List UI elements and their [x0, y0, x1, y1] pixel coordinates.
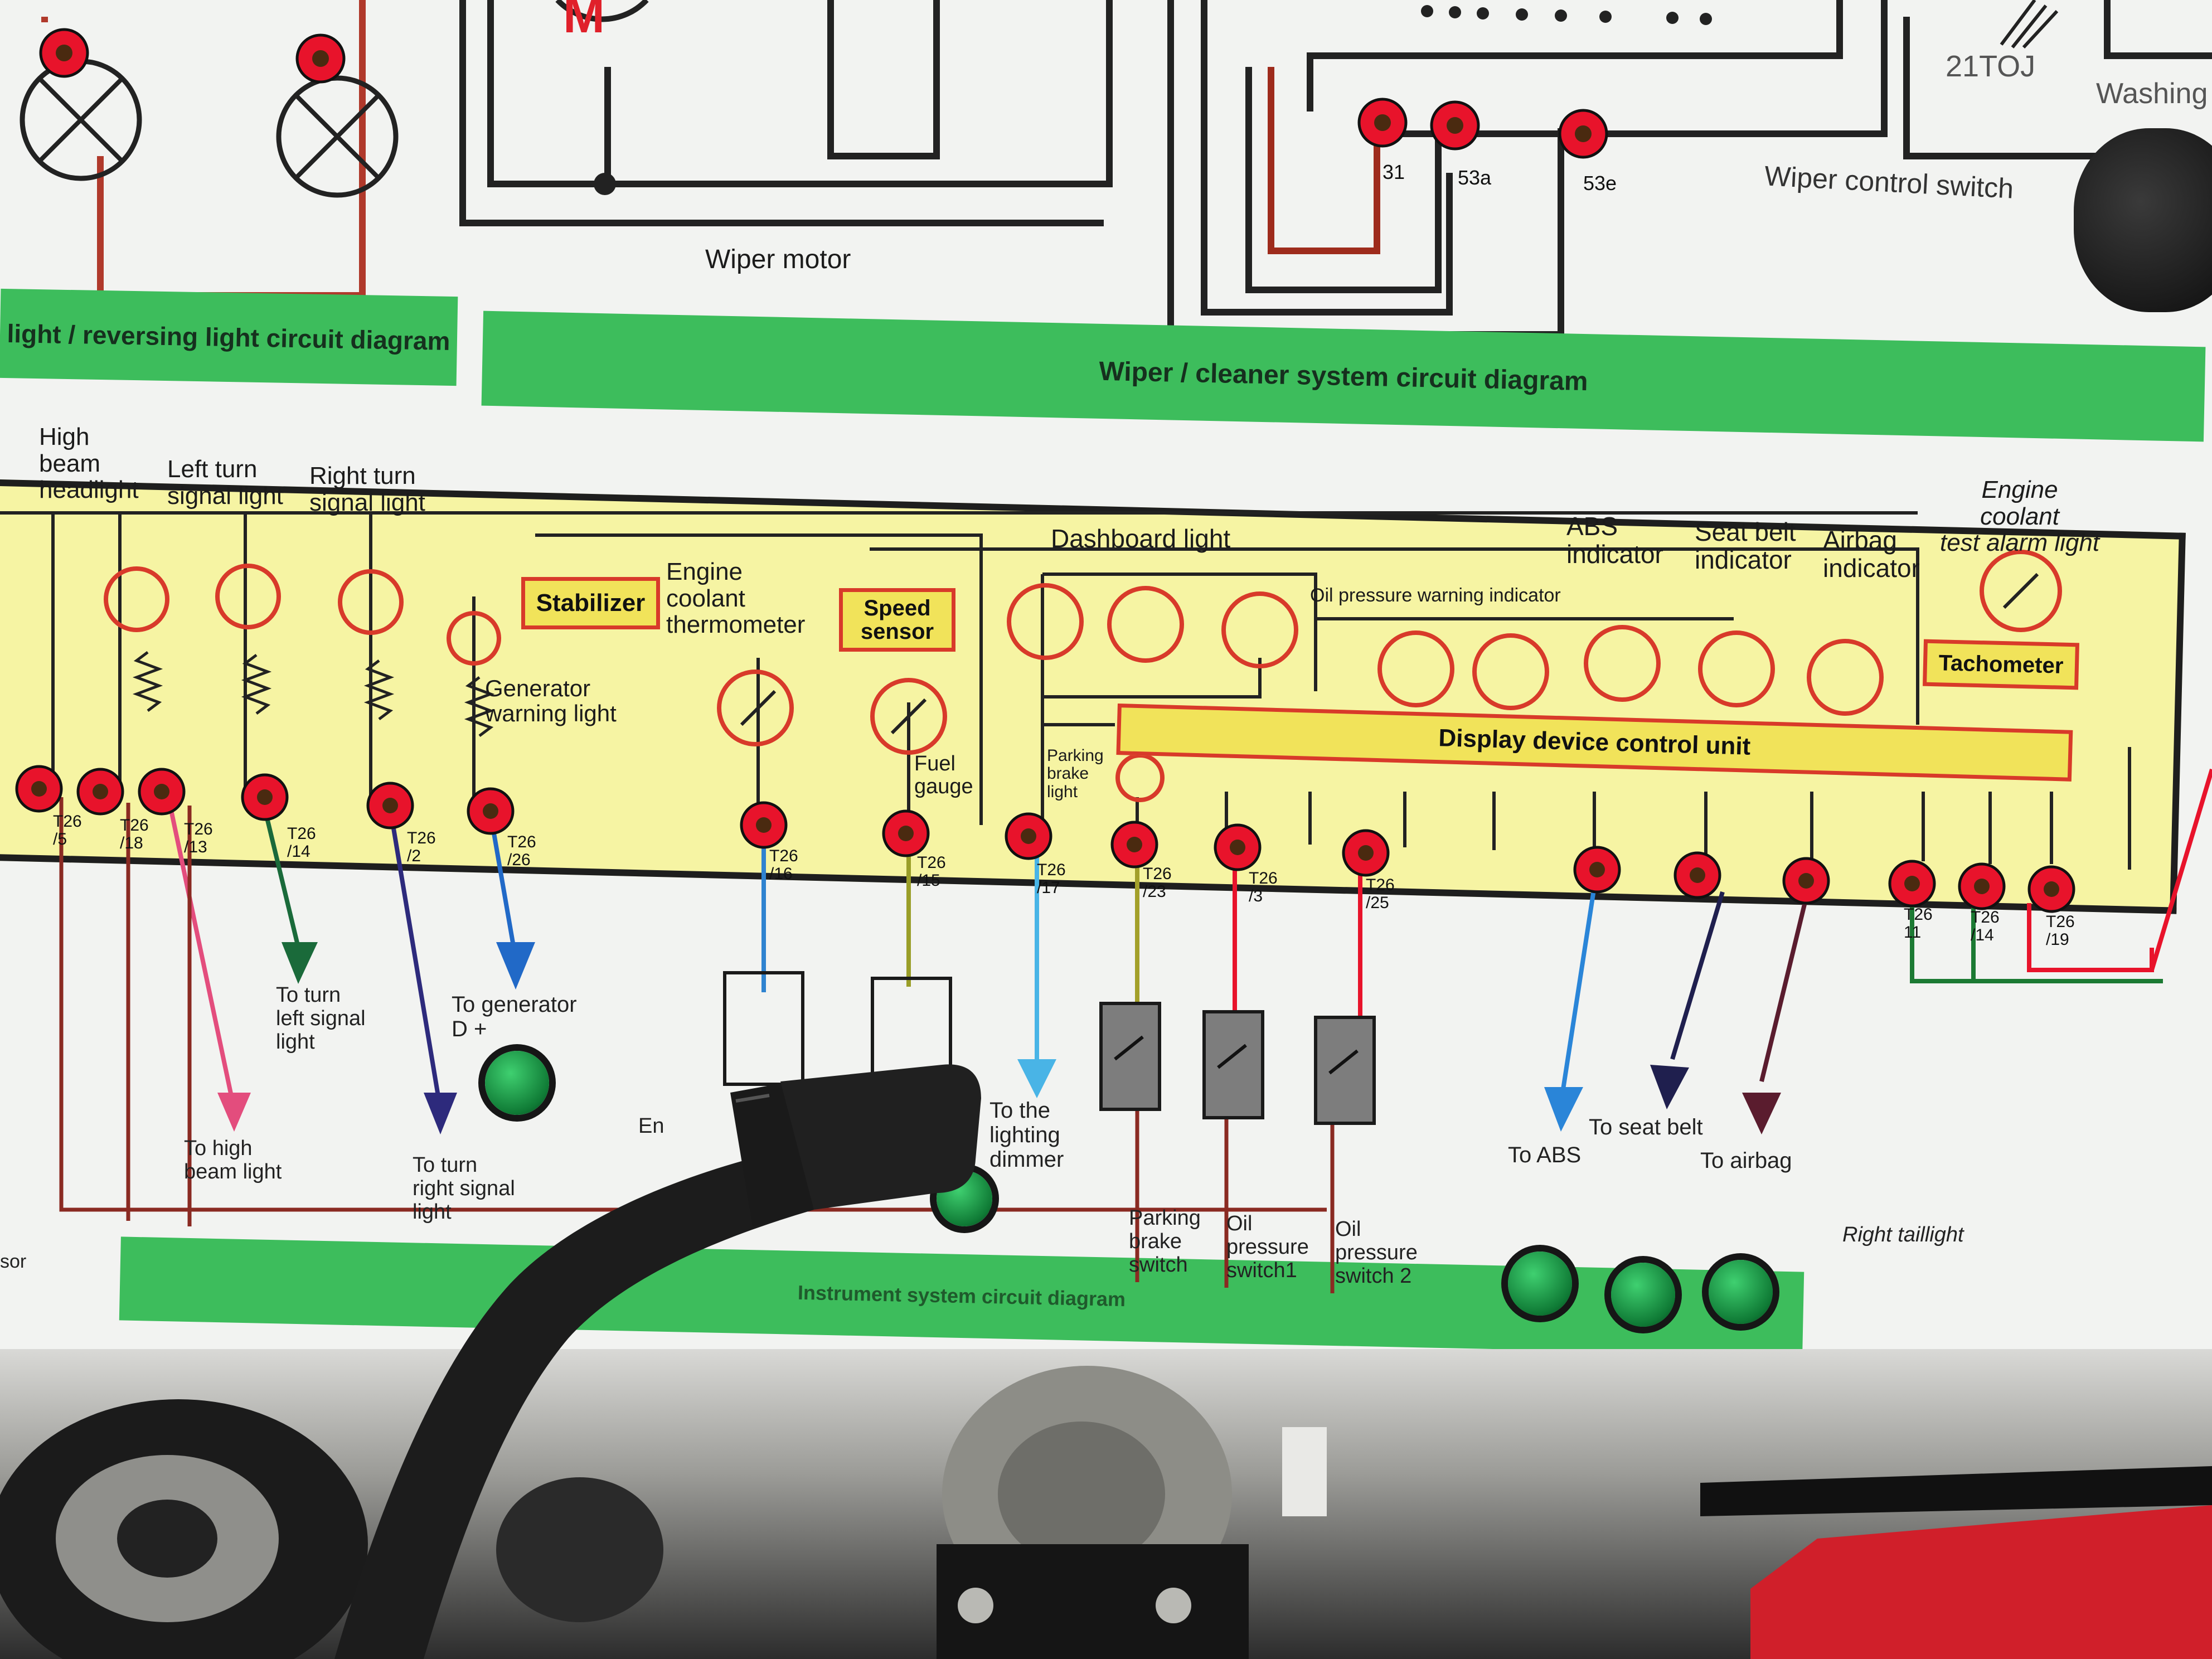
dest-abs: To ABS — [1508, 1143, 1582, 1167]
high-beam-label: High beam headlight — [39, 423, 139, 504]
terminal-label: T26 /25 — [1366, 876, 1395, 912]
abs-indicator-label: ABS indicator — [1566, 512, 1663, 569]
engine-coolant-alarm-label: Engine coolant test alarm light — [1940, 476, 2100, 557]
terminal-label: T26 /26 — [507, 833, 536, 869]
dest-generator: To generator D + — [452, 992, 577, 1041]
washing-label: Washing — [2096, 77, 2208, 110]
stabilizer-box: Stabilizer — [521, 577, 660, 629]
terminal-label: T26 /5 — [53, 812, 82, 848]
panel-wiring — [0, 28, 2212, 1293]
wiper-switch-knob[interactable] — [2074, 128, 2212, 312]
terminal-label: T26 /14 — [287, 824, 316, 861]
switch-oil-2: Oil pressure switch 2 — [1335, 1217, 1418, 1288]
engine-coolant-thermometer-label: Engine coolant thermometer — [666, 558, 806, 639]
airbag-indicator-label: Airbag indicator — [1823, 526, 1920, 583]
fuel-gauge-label: Fuel gauge — [914, 752, 973, 799]
top-circuit-lines — [20, 0, 2212, 338]
oil-pressure-warning-label: Oil pressure warning indicator — [1310, 585, 1561, 606]
terminal-label: T26 /2 — [407, 829, 436, 865]
dashboard-light-label: Dashboard light — [1051, 524, 1231, 553]
terminal-53e: 53e — [1583, 172, 1617, 195]
terminal-31: 31 — [1382, 161, 1405, 183]
green-button-generator[interactable] — [485, 1051, 549, 1115]
seat-belt-indicator-label: Seat belt indicator — [1695, 517, 1796, 574]
terminal-label: T26 /23 — [1143, 865, 1172, 901]
dest-right-taillight: Right taillight — [1842, 1223, 1964, 1246]
speed-sensor-box: Speed sensor — [839, 588, 955, 652]
parking-brake-light-label: Parking brake light — [1047, 746, 1104, 801]
right-turn-label: Right turn signal light — [309, 462, 425, 516]
terminal-label: T26 /18 — [120, 816, 149, 852]
green-button-taillight-2[interactable] — [1611, 1263, 1675, 1327]
green-button-taillight-3[interactable] — [1709, 1260, 1773, 1324]
terminal-label: T26 /19 — [2046, 913, 2075, 949]
generator-warning-label: Generator warning light — [485, 675, 617, 727]
terminal-53a: 53a — [1458, 166, 1492, 189]
switch-code-label: 21TOJ — [1946, 50, 2036, 83]
terminal-label: T26 /17 — [1037, 861, 1066, 897]
terminal-label: T26 /13 — [184, 820, 213, 856]
switch-parking-brake: Parking brake switch — [1129, 1206, 1201, 1277]
motor-letter: M — [563, 0, 605, 43]
terminal-label: T26 11 — [1904, 905, 1933, 942]
terminal-label: T26 /3 — [1249, 869, 1278, 905]
wiper-motor-label: Wiper motor — [705, 245, 851, 274]
terminal-label: T26 /14 — [1971, 908, 2000, 944]
dest-partial-en: En — [638, 1114, 664, 1138]
dest-partial-sensor: sor — [0, 1251, 27, 1272]
dest-left-signal: To turn left signal light — [276, 983, 366, 1054]
dest-airbag: To airbag — [1700, 1148, 1792, 1173]
dest-seat-belt: To seat belt — [1589, 1115, 1703, 1139]
dest-right-signal: To turn right signal light — [413, 1153, 515, 1224]
green-button-taillight-1[interactable] — [1508, 1251, 1572, 1316]
dest-high-beam: To high beam light — [184, 1137, 282, 1183]
switch-oil-1: Oil pressure switch1 — [1226, 1212, 1309, 1282]
terminal-label: T26 /16 — [769, 847, 798, 883]
left-turn-label: Left turn signal light — [167, 455, 283, 510]
terminal-label: T26 /15 — [917, 853, 946, 890]
dest-dimmer: To the lighting dimmer — [989, 1098, 1064, 1172]
